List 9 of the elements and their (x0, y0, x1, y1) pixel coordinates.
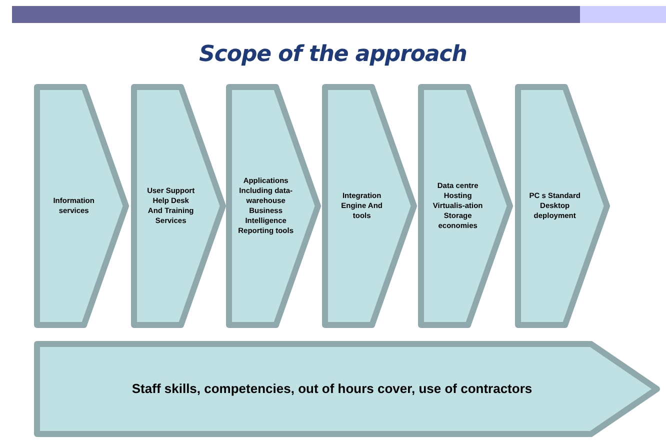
arrow-banner (33, 340, 661, 438)
node-label: Staff skills, competencies, out of hours cover, use of contractors (130, 380, 534, 398)
chevron-shape (225, 83, 322, 329)
title: Scope of the approach (198, 41, 468, 69)
chevron-shape (33, 83, 130, 329)
chevron-shape (321, 83, 418, 329)
chevron-shape (514, 83, 611, 329)
chevron-shape (130, 83, 227, 329)
chevron-shape (417, 83, 514, 329)
